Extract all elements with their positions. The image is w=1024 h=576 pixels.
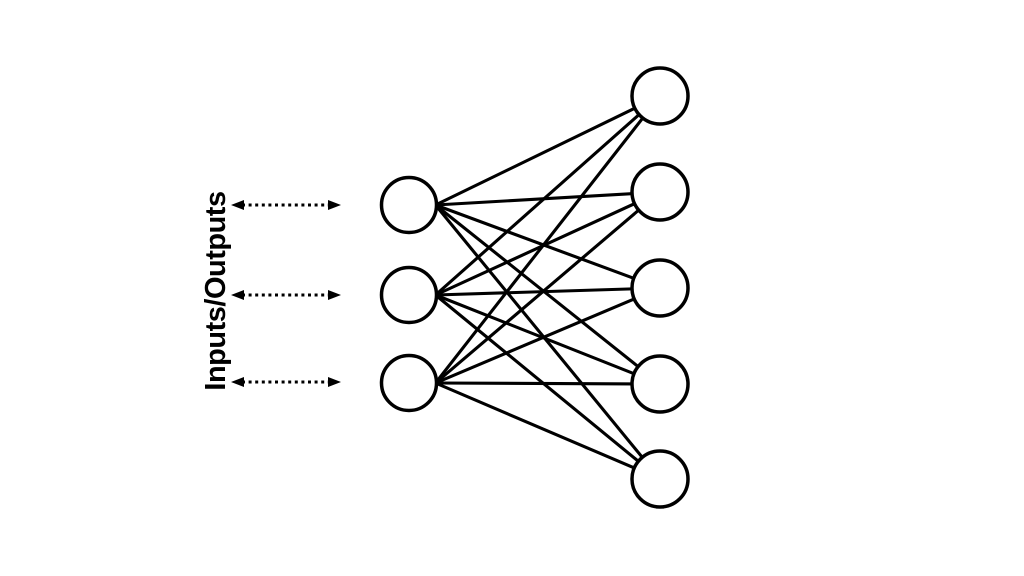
output-node bbox=[630, 449, 690, 509]
io-arrow-head-left bbox=[231, 377, 244, 387]
connection-line bbox=[434, 204, 662, 480]
connection-line bbox=[434, 293, 661, 386]
connection-line bbox=[434, 203, 661, 386]
input-node bbox=[379, 353, 439, 413]
connection-line bbox=[434, 203, 661, 290]
io-arrow-head-left bbox=[231, 290, 244, 300]
io-arrow-head-right bbox=[328, 290, 341, 300]
connection-line bbox=[435, 190, 661, 207]
output-node bbox=[630, 354, 690, 414]
connection-line bbox=[434, 94, 661, 207]
connection-line bbox=[434, 286, 661, 385]
io-arrow-head-right bbox=[328, 200, 341, 210]
inputs-outputs-label: Inputs/Outputs bbox=[200, 191, 232, 390]
connection-line bbox=[434, 190, 661, 297]
connection-line bbox=[434, 293, 661, 481]
output-layer bbox=[630, 66, 690, 509]
input-node bbox=[379, 175, 439, 235]
connection-line bbox=[434, 94, 662, 297]
connection-lines bbox=[434, 94, 662, 481]
connection-line bbox=[434, 190, 662, 385]
io-arrows bbox=[231, 200, 341, 387]
io-arrow bbox=[231, 290, 341, 300]
input-layer bbox=[379, 175, 439, 413]
io-arrow-head-left bbox=[231, 200, 244, 210]
io-arrow-head-right bbox=[328, 377, 341, 387]
connection-line bbox=[434, 95, 662, 384]
connection-line bbox=[435, 381, 661, 386]
io-arrow bbox=[231, 377, 341, 387]
output-node bbox=[630, 66, 690, 126]
output-node bbox=[630, 258, 690, 318]
connection-line bbox=[434, 381, 661, 481]
io-arrow bbox=[231, 200, 341, 210]
input-node bbox=[379, 265, 439, 325]
output-node bbox=[630, 162, 690, 222]
connection-line bbox=[435, 286, 661, 297]
